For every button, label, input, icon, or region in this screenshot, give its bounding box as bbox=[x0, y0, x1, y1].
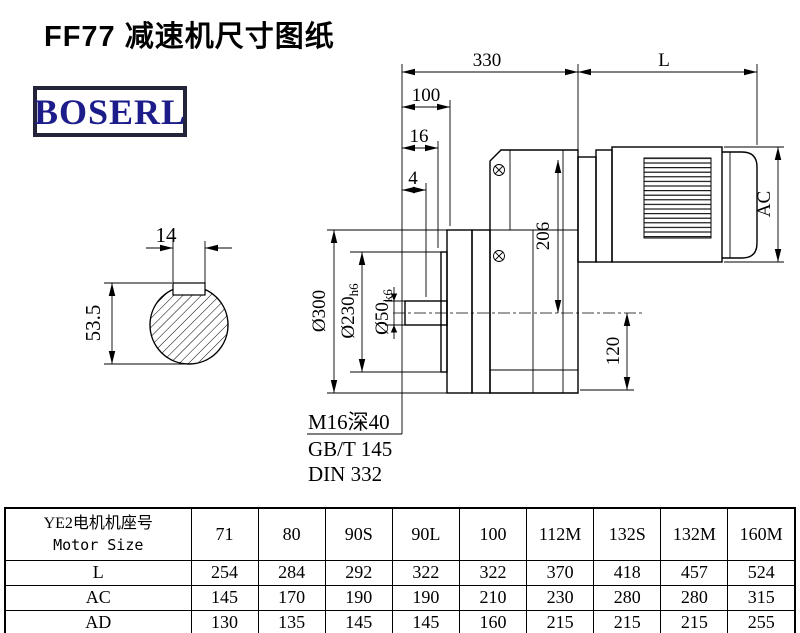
spec-cell: 255 bbox=[727, 609, 796, 633]
motor-fan-cover bbox=[722, 151, 758, 259]
dim-100-label: 100 bbox=[412, 85, 441, 106]
table-header-row: YE2电机机座号 Motor Size 71 80 90S 90L 100 11… bbox=[4, 507, 796, 561]
dimension-annotations: 330 L 100 16 4 AC 206 120 Ø300 bbox=[307, 50, 784, 486]
spec-cell: 135 bbox=[257, 609, 326, 633]
col-header: 80 bbox=[257, 507, 326, 561]
spec-cell: 145 bbox=[190, 584, 259, 611]
table-row-L: L 254 284 292 322 322 370 418 457 524 bbox=[4, 559, 796, 586]
spec-cell: 190 bbox=[324, 584, 393, 611]
page-title: FF77 减速机尺寸图纸 bbox=[44, 21, 335, 53]
bolt-symbol bbox=[493, 250, 505, 262]
motor-body bbox=[611, 146, 723, 263]
table-row-AC: AC 145 170 190 190 210 230 280 280 315 bbox=[4, 584, 796, 611]
note-gb-standard-label: GB/T 145 bbox=[308, 437, 392, 461]
note-din-standard-label: DIN 332 bbox=[308, 462, 382, 486]
col-header: 100 bbox=[458, 507, 528, 561]
dim-overall-width-label: 330 bbox=[473, 50, 502, 71]
brand-logo: BOSERL bbox=[33, 86, 187, 137]
col-header: 132S bbox=[593, 507, 662, 561]
col-header: 90L bbox=[391, 507, 460, 561]
shaft-section-view: 14 53.5 bbox=[81, 223, 232, 365]
col-header: 71 bbox=[190, 507, 259, 561]
col-header: 90S bbox=[324, 507, 393, 561]
dim-motor-length-label: L bbox=[658, 50, 670, 71]
housing-front bbox=[471, 229, 491, 394]
output-flange bbox=[446, 229, 473, 394]
gearbox-side-view bbox=[404, 149, 579, 394]
motor-adapter bbox=[577, 156, 597, 263]
spec-cell: 370 bbox=[526, 559, 595, 586]
bolt-symbol bbox=[493, 164, 505, 176]
spec-cell: 170 bbox=[257, 584, 326, 611]
spec-cell: 322 bbox=[391, 559, 460, 586]
spec-cell: 215 bbox=[526, 609, 595, 633]
dim-AC-label: AC bbox=[754, 191, 775, 217]
row-label: AC bbox=[4, 584, 192, 611]
spec-cell: 190 bbox=[391, 584, 460, 611]
dim-4-label: 4 bbox=[408, 168, 418, 189]
note-thread-label: M16深40 bbox=[308, 410, 390, 434]
flange-spigot bbox=[440, 251, 448, 373]
col-header: 112M bbox=[526, 507, 595, 561]
brand-text: BOSERL bbox=[33, 91, 187, 132]
motor-size-header-cn: YE2电机机座号 bbox=[43, 515, 153, 533]
dim-16-label: 16 bbox=[410, 126, 429, 147]
spec-cell: 145 bbox=[391, 609, 460, 633]
shaft-section-circle bbox=[149, 285, 229, 365]
spec-cell: 230 bbox=[526, 584, 595, 611]
spec-table: YE2电机机座号 Motor Size 71 80 90S 90L 100 11… bbox=[4, 507, 796, 633]
col-header: 132M bbox=[660, 507, 729, 561]
spec-cell: 322 bbox=[458, 559, 528, 586]
spec-cell: 130 bbox=[190, 609, 259, 633]
spec-cell: 292 bbox=[324, 559, 393, 586]
spec-cell: 457 bbox=[660, 559, 729, 586]
spec-cell: 280 bbox=[660, 584, 729, 611]
technical-drawing: 14 53.5 bbox=[81, 50, 784, 486]
spec-cell: 524 bbox=[727, 559, 796, 586]
dim-lines-key-height bbox=[104, 282, 190, 365]
row-label: L bbox=[4, 559, 192, 586]
spec-cell: 418 bbox=[593, 559, 662, 586]
spec-cell: 210 bbox=[458, 584, 528, 611]
motor-cooling-fins bbox=[643, 157, 712, 239]
spec-cell: 160 bbox=[458, 609, 528, 633]
motor-size-header-en: Motor Size bbox=[53, 535, 144, 554]
spec-cell: 315 bbox=[727, 584, 796, 611]
spec-cell: 215 bbox=[593, 609, 662, 633]
spec-cell: 284 bbox=[257, 559, 326, 586]
dim-spigot-diameter-label: Ø230h6 bbox=[338, 283, 361, 339]
row-label: AD bbox=[4, 609, 192, 633]
housing-body bbox=[489, 149, 579, 394]
dim-120-label: 120 bbox=[603, 337, 624, 366]
dim-flange-diameter-label: Ø300 bbox=[309, 290, 330, 332]
dim-206-label: 206 bbox=[533, 222, 554, 251]
dim-shaft-diameter-label: Ø50k6 bbox=[372, 289, 395, 335]
motor-flange bbox=[595, 149, 613, 263]
dim-key-width-label: 14 bbox=[156, 223, 178, 247]
dim-lines-key-width bbox=[146, 241, 232, 290]
dim-key-height-label: 53.5 bbox=[81, 305, 105, 342]
spec-cell: 215 bbox=[660, 609, 729, 633]
keyway-notch bbox=[172, 282, 206, 296]
motor-side-view bbox=[577, 146, 758, 263]
spec-cell: 145 bbox=[324, 609, 393, 633]
col-header: 160M bbox=[727, 507, 796, 561]
spec-cell: 280 bbox=[593, 584, 662, 611]
table-row-AD: AD 130 135 145 145 160 215 215 215 255 bbox=[4, 609, 796, 633]
spec-cell: 254 bbox=[190, 559, 259, 586]
motor-size-header: YE2电机机座号 Motor Size bbox=[4, 507, 192, 561]
